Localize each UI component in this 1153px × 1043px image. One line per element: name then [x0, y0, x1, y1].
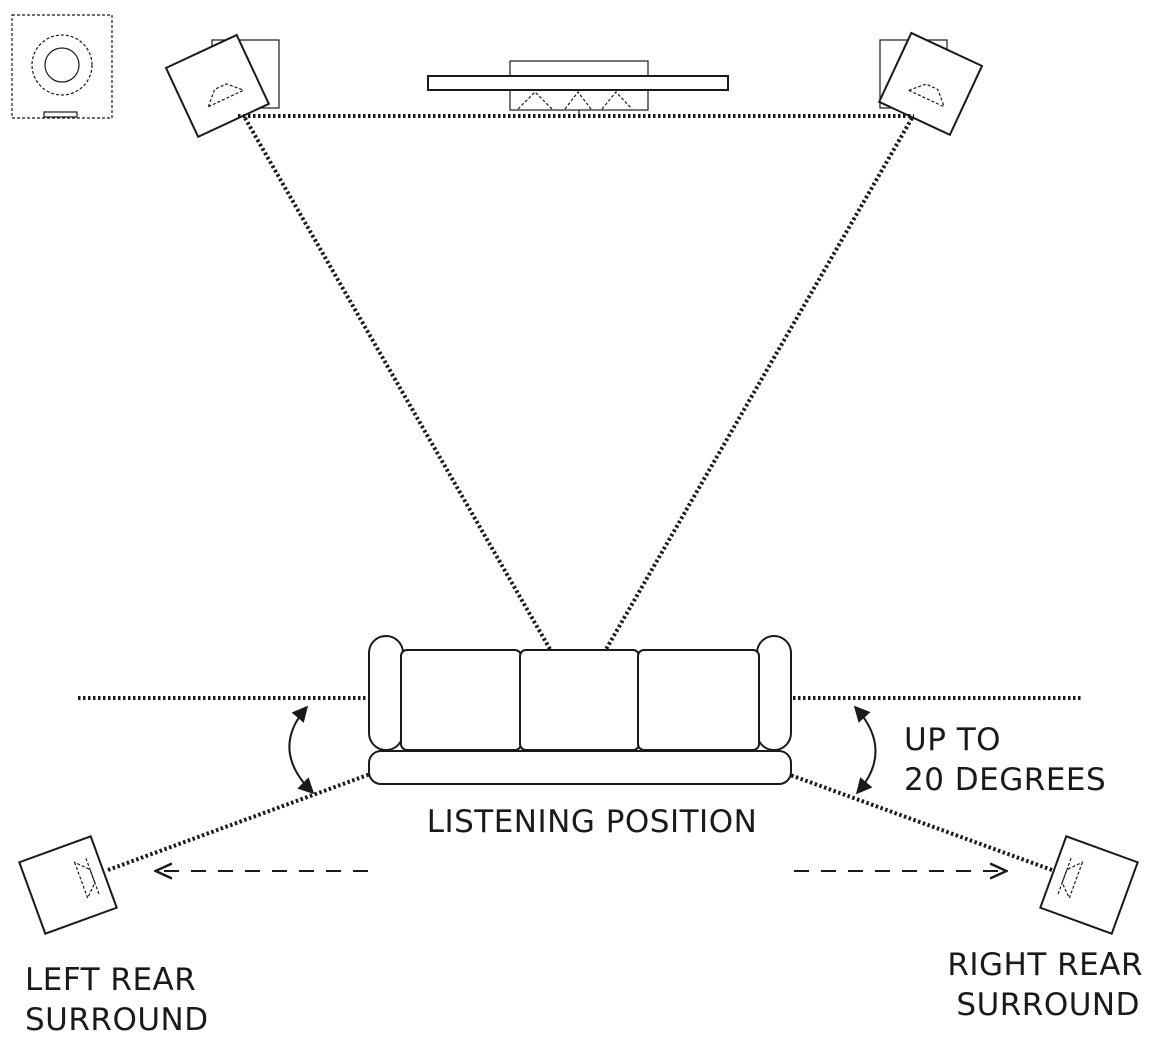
angle-arc-left	[288, 705, 315, 795]
right-rear-speaker-icon	[1039, 835, 1139, 935]
left-rear-label-line2: SURROUND	[25, 1002, 209, 1038]
angle-label-line1: UP TO	[904, 722, 1001, 758]
couch-icon	[368, 635, 792, 785]
subwoofer-icon	[11, 14, 113, 119]
angle-label-line2: 20 DEGREES	[904, 762, 1106, 798]
angle-arc-right	[853, 705, 877, 795]
right-rear-label-line2: SURROUND	[956, 987, 1140, 1023]
listening-position-label: LISTENING POSITION	[427, 804, 758, 840]
left-rear-speaker-icon	[18, 835, 118, 935]
front-right-speaker-icon	[877, 31, 984, 137]
right-rear-label-line1: RIGHT REAR	[947, 947, 1143, 983]
front-left-speaker-icon	[164, 33, 280, 139]
tv-icon	[427, 60, 729, 116]
left-rear-label-line1: LEFT REAR	[25, 962, 196, 998]
